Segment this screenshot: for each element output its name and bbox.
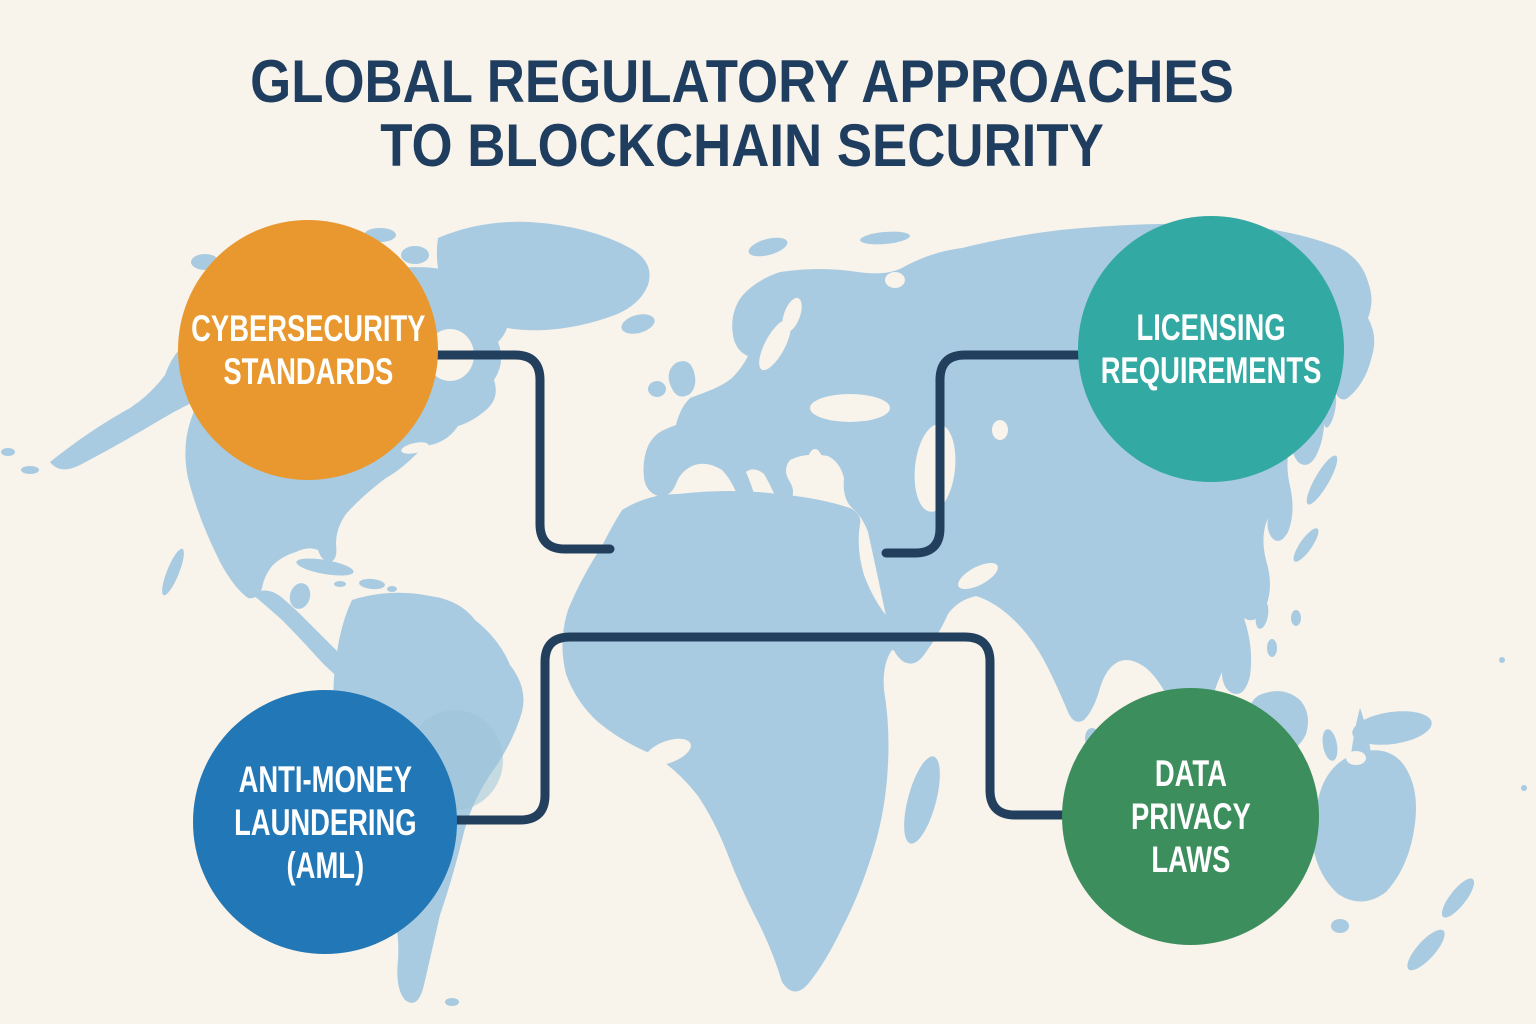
island [445, 998, 459, 1006]
island [387, 586, 397, 592]
island-sulawesi [1322, 729, 1338, 761]
node-anti-money-laundering: ANTI-MONEY LAUNDERING (AML) [193, 690, 457, 954]
connector-group [432, 350, 1083, 825]
page-title-line-1: GLOBAL REGULATORY APPROACHES [250, 48, 1234, 115]
node-label: CYBERSECURITY STANDARDS [191, 307, 425, 393]
node-licensing-requirements: LICENSING REQUIREMENTS [1078, 216, 1344, 482]
island-great-britain [668, 361, 696, 397]
island [359, 578, 385, 590]
sea-black [810, 394, 890, 422]
island-svalbard [748, 237, 788, 257]
node-label-line: DATA [1154, 753, 1227, 794]
island-new-zealand [1407, 929, 1445, 971]
connector-licensing [881, 350, 1083, 558]
node-label-line: STANDARDS [223, 351, 393, 392]
island [425, 403, 465, 429]
sea-baltic [759, 319, 791, 371]
node-label-line: ANTI-MONEY [238, 758, 412, 800]
connector-aml-privacy [445, 632, 1067, 825]
island-japan [1293, 528, 1319, 562]
node-cybersecurity-standards: CYBERSECURITY STANDARDS [178, 220, 438, 480]
node-label: DATA PRIVACY LAWS [1131, 752, 1251, 881]
landmass-greenland [436, 221, 650, 331]
node-label: LICENSING REQUIREMENTS [1101, 306, 1322, 392]
peninsula-cape-york [1350, 708, 1372, 762]
island-japan [1306, 455, 1338, 505]
island-madagascar [904, 756, 940, 844]
page-title: GLOBAL REGULATORY APPROACHES TO BLOCKCHA… [0, 50, 1510, 178]
lake-great-lakes [401, 442, 429, 454]
sea-caspian [914, 424, 956, 512]
island [1499, 657, 1505, 663]
island-tasmania [1331, 919, 1349, 933]
node-label-line: (AML) [286, 844, 364, 886]
island-new-zealand [1441, 878, 1475, 918]
peninsula-baja [162, 548, 184, 596]
gulf-persian [958, 562, 998, 590]
node-label-line: LAUNDERING [233, 801, 417, 843]
node-label-line: LAWS [1150, 839, 1231, 880]
island-new-guinea [1352, 711, 1432, 745]
page-title-line-2: TO BLOCKCHAIN SECURITY [380, 112, 1104, 179]
island-iceland [621, 314, 655, 334]
sea-bothnia [782, 297, 802, 333]
sea-white [885, 272, 905, 288]
node-label-line: CYBERSECURITY [190, 308, 426, 349]
node-label-line: LICENSING [1136, 307, 1286, 348]
node-data-privacy-laws: DATA PRIVACY LAWS [1062, 688, 1319, 945]
landmass-australia [1311, 750, 1416, 902]
island [401, 246, 429, 264]
island [463, 394, 481, 406]
island-ireland [648, 381, 666, 397]
sea-aegean [807, 449, 823, 481]
landmass-africa [562, 491, 910, 992]
sea-aral [992, 420, 1008, 440]
island [1521, 785, 1527, 791]
connector-cybersecurity [432, 350, 615, 554]
island-svalbard [860, 231, 910, 245]
island-philippines [1255, 601, 1269, 629]
gulf-of-guinea [645, 738, 691, 766]
island [1, 448, 15, 456]
island [21, 466, 39, 474]
gulf-carpentaria [1346, 751, 1366, 765]
node-label-line: PRIVACY [1130, 796, 1251, 837]
island-philippines [1267, 639, 1277, 657]
island [334, 581, 346, 587]
peninsula-yucatan [289, 583, 311, 609]
lake-great-lakes [428, 454, 452, 466]
node-label-line: REQUIREMENTS [1100, 350, 1322, 391]
node-label: ANTI-MONEY LAUNDERING (AML) [234, 758, 417, 887]
island-taiwan [1291, 610, 1301, 626]
island-cuba [296, 558, 354, 576]
